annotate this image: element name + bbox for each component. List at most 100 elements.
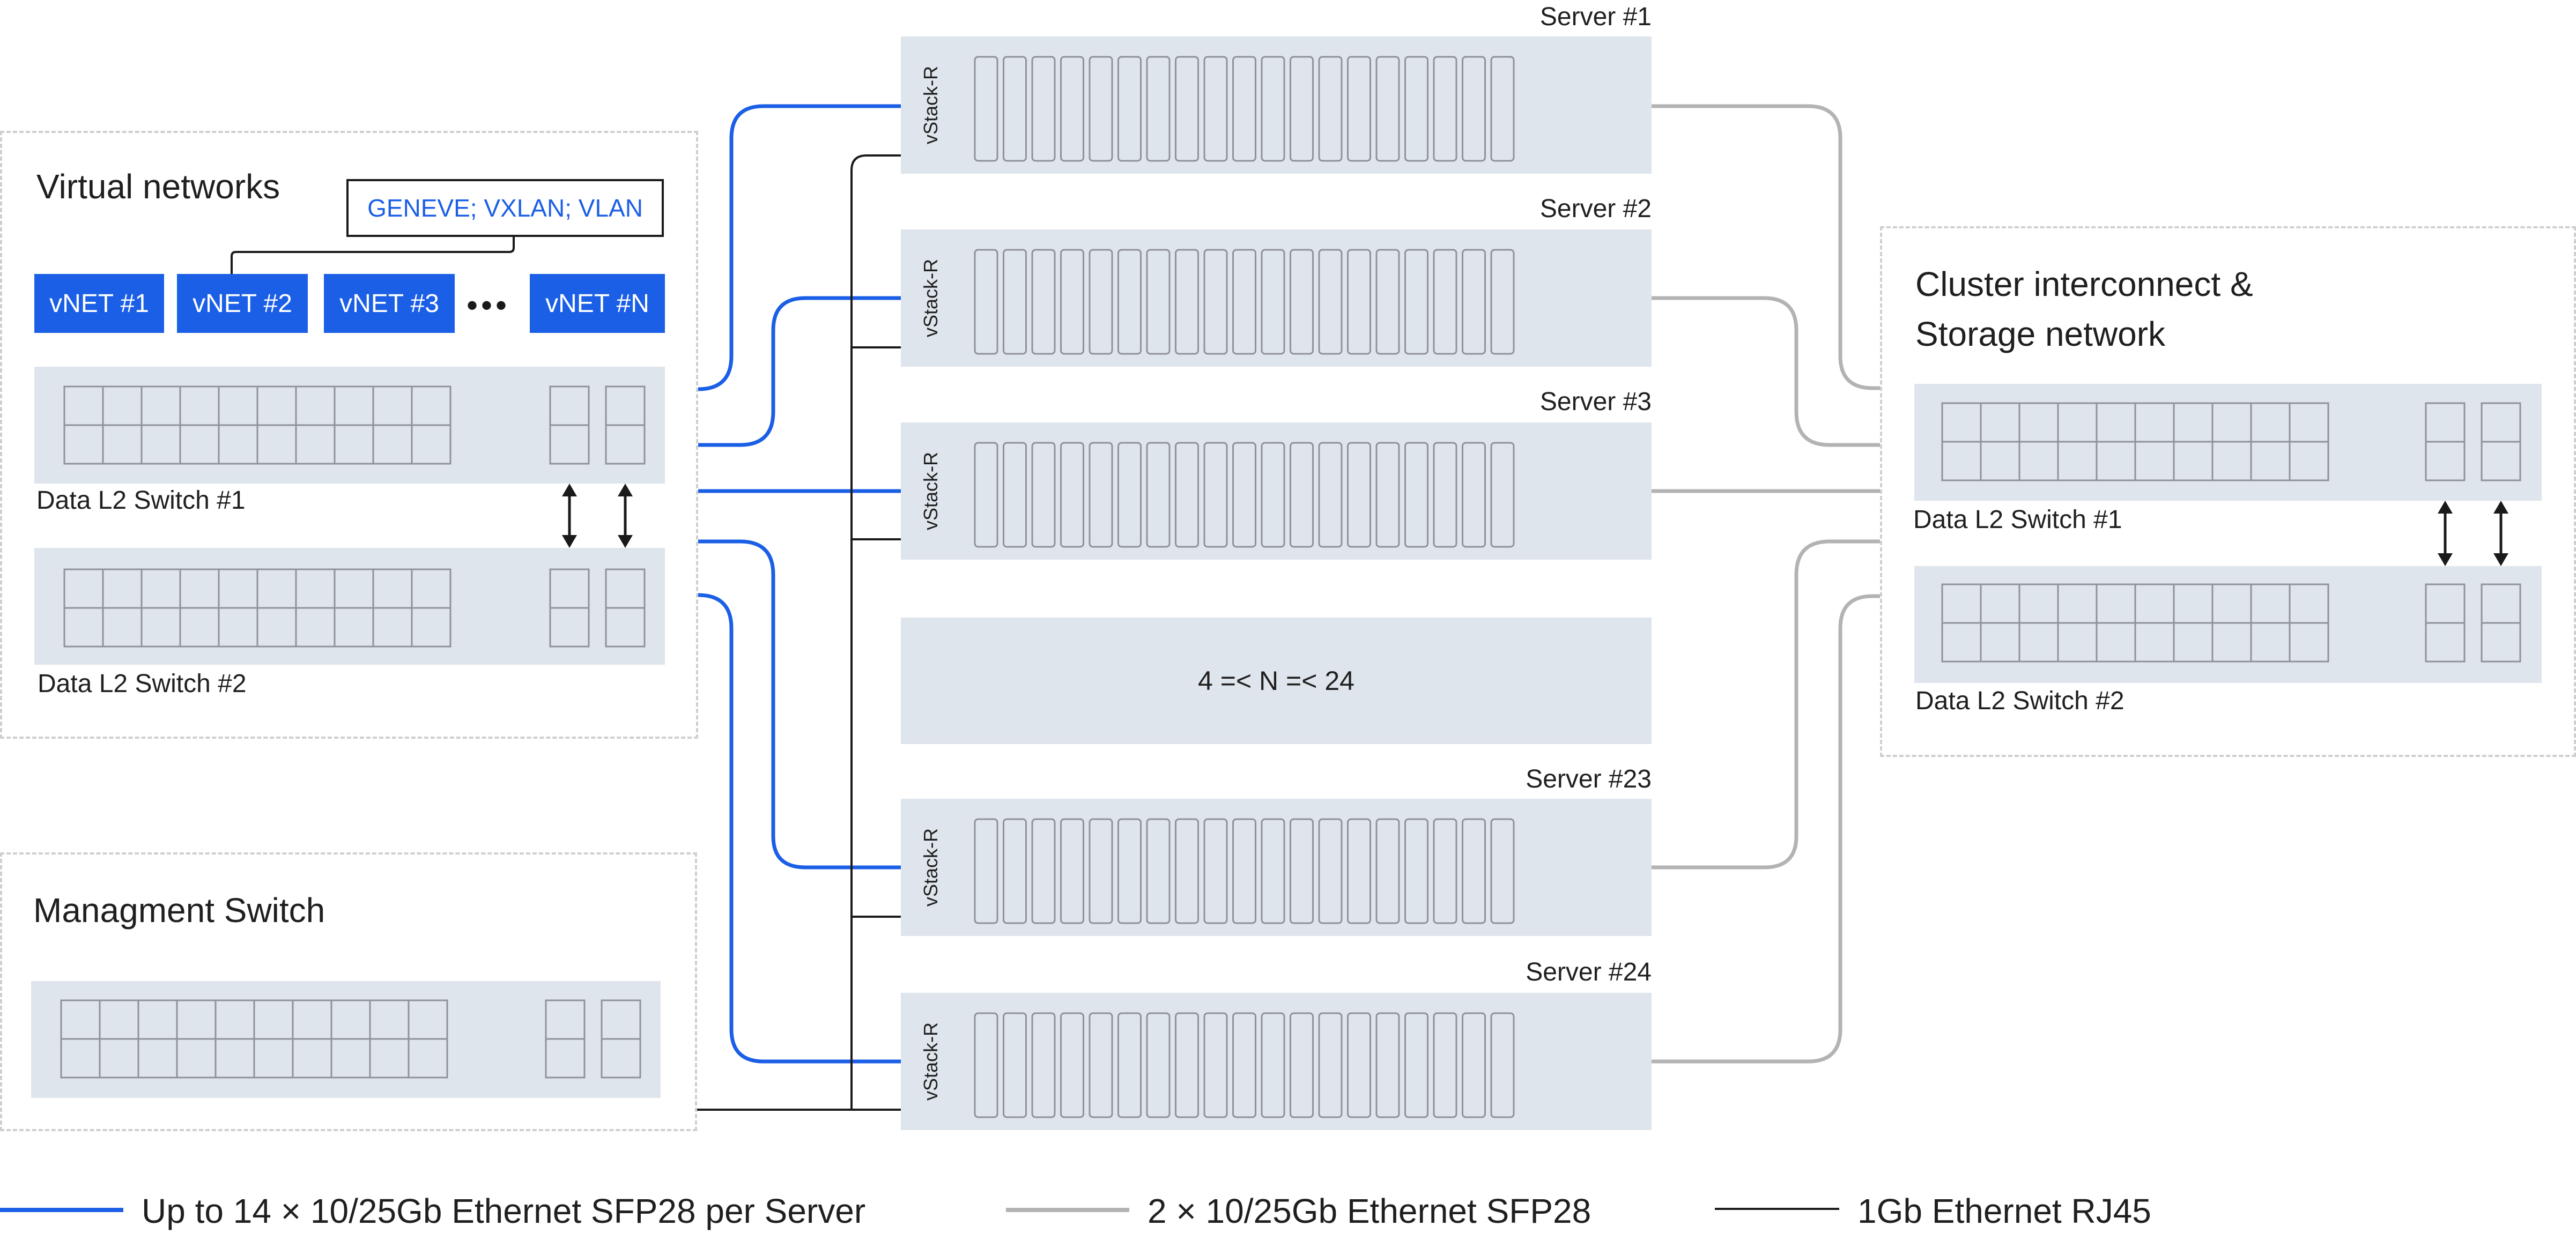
server-1-drive-bay	[1490, 56, 1515, 162]
server-1-drive-bay	[1375, 56, 1400, 162]
server-2-drive-bay	[1031, 249, 1056, 355]
management-switch-title: Managment Switch	[33, 891, 325, 930]
server-5-drive-bay	[1318, 1012, 1343, 1118]
server-1-drive-bay	[1146, 56, 1171, 162]
virtual-switch-1-uplink-port	[605, 424, 646, 465]
server-1-label: Server #1	[1539, 3, 1652, 31]
server-2-drive-bay	[1117, 249, 1142, 355]
management-links	[697, 154, 901, 1111]
server-3-drive-bay	[974, 442, 998, 548]
storage-switch-2-uplink-port	[2425, 622, 2466, 663]
server-4-drive-bay	[1146, 818, 1171, 924]
server-2-drive-bay	[1290, 249, 1314, 355]
encapsulation-protocols-box: GENEVE; VXLAN; VLAN	[346, 179, 664, 237]
virtual-switch-1-uplink-port	[549, 424, 590, 465]
cluster-title-line-1: Cluster interconnect &	[1915, 265, 2253, 303]
blue-link-server-2	[698, 296, 901, 447]
server-3-drive-bay	[1146, 442, 1171, 548]
legend-blue-label: Up to 14 × 10/25Gb Ethernet SFP28 per Se…	[142, 1192, 866, 1230]
server-1-drive-bay	[1290, 56, 1314, 162]
server-4-drive-bay	[1175, 818, 1199, 924]
server-1-drive-bay	[1117, 56, 1142, 162]
management-switch-group	[0, 852, 697, 1131]
storage-data-switch-1-label: Data L2 Switch #1	[1913, 506, 2122, 534]
management-switch-uplink-port	[545, 1038, 586, 1079]
server-5-drive-bay	[1146, 1012, 1171, 1118]
server-3-drive-bay	[1261, 442, 1285, 548]
gray-links	[1652, 104, 1880, 1064]
server-4-drive-bay	[1404, 818, 1428, 924]
server-5-drive-bay	[1375, 1012, 1400, 1118]
server-3-drive-bay	[1060, 442, 1084, 548]
legend-black-label: 1Gb Ethernet RJ45	[1857, 1192, 2151, 1230]
storage-switch-link-arrow	[2438, 501, 2453, 566]
server-5-drive-bay	[1089, 1012, 1113, 1118]
virtual-switch-2-port	[411, 607, 451, 648]
blue-link-server-23	[698, 539, 901, 870]
server-2-drive-bay	[1003, 249, 1027, 355]
server-3-label: Server #3	[1539, 388, 1652, 416]
server-4-drive-bay	[1031, 818, 1056, 924]
blue-link-server-1	[698, 104, 901, 391]
server-4-drive-bay	[1003, 818, 1027, 924]
server-4-drive-bay	[1318, 818, 1343, 924]
server-2-drive-bay	[1232, 249, 1256, 355]
vnet-3: vNET #3	[324, 274, 455, 333]
server-3-drive-bay	[1089, 442, 1113, 548]
gray-link-server-1	[1652, 104, 1880, 390]
server-3-drive-bay	[1290, 442, 1314, 548]
server-3-drive-bay	[1117, 442, 1142, 548]
server-2-drive-bay	[1060, 249, 1084, 355]
server-3-drive-bay	[1375, 442, 1400, 548]
server-24-label: Server #24	[1526, 958, 1652, 986]
gray-link-server-24	[1652, 594, 1880, 1064]
server-4-drive-bay	[1347, 818, 1371, 924]
server-5-drive-bay	[1490, 1012, 1515, 1118]
vnet-n: vNET #N	[530, 274, 665, 333]
server-4-drive-bay	[1433, 818, 1457, 924]
server-3-drive-bay	[1404, 442, 1428, 548]
server-1-drive-bay	[1261, 56, 1285, 162]
server-3-drive-bay	[1175, 442, 1199, 548]
server-2-drive-bay	[1404, 249, 1428, 355]
server-4-drive-bay	[1290, 818, 1314, 924]
server-3-drive-bay	[1232, 442, 1256, 548]
server-1-drive-bay	[1433, 56, 1457, 162]
server-5-drive-bay	[1060, 1012, 1084, 1118]
server-4-drive-bay	[1203, 818, 1228, 924]
virtual-data-switch-2-label: Data L2 Switch #2	[38, 670, 247, 698]
server-4-drive-bay	[1462, 818, 1486, 924]
server-1-drive-bay	[1175, 56, 1199, 162]
blue-link-server-24	[698, 593, 901, 1064]
server-4-drive-bay	[1375, 818, 1400, 924]
server-count-range: 4 =< N =< 24	[901, 618, 1652, 744]
legend-gray-label: 2 × 10/25Gb Ethernet SFP28	[1148, 1192, 1592, 1230]
server-3-drive-bay	[1433, 442, 1457, 548]
server-2-drive-bay	[1375, 249, 1400, 355]
server-2-drive-bay	[1203, 249, 1228, 355]
legend-black-swatch	[1715, 1208, 1839, 1210]
vnet-1: vNET #1	[34, 274, 164, 333]
gray-link-server-2	[1652, 296, 1880, 447]
server-1-drive-bay	[1060, 56, 1084, 162]
server-2-drive-bay	[974, 249, 998, 355]
server-3-drive-bay	[1462, 442, 1486, 548]
storage-data-switch-2-label: Data L2 Switch #2	[1915, 687, 2125, 715]
server-5-drive-bay	[1175, 1012, 1199, 1118]
virtual-switch-link-arrow	[562, 484, 577, 548]
cluster-title-line-2: Storage network	[1915, 314, 2166, 353]
virtual-networks-title: Virtual networks	[36, 167, 280, 206]
virtual-data-switch-2	[34, 548, 665, 665]
server-1-drive-bay	[1089, 56, 1113, 162]
virtual-switch-2-uplink-port	[605, 607, 646, 648]
storage-switch-link-arrow	[2493, 501, 2508, 566]
server-4-drive-bay	[1089, 818, 1113, 924]
server-5-drive-bay	[1232, 1012, 1256, 1118]
server-1-drive-bay	[1203, 56, 1228, 162]
server-5-drive-bay	[1203, 1012, 1228, 1118]
server-3-drive-bay	[1031, 442, 1056, 548]
server-3-drive-bay	[1203, 442, 1228, 548]
